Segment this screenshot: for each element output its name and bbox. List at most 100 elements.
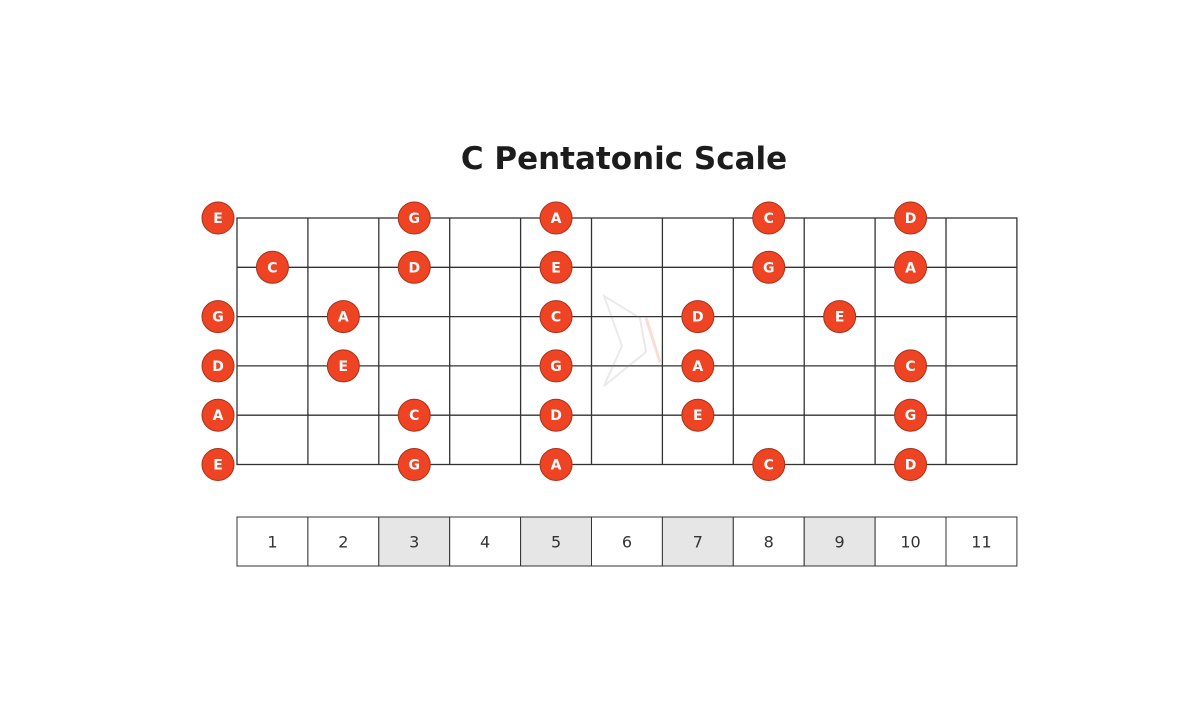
note-circle — [397, 201, 431, 235]
fret-number-label: 1 — [267, 533, 277, 552]
fret-note: C — [752, 448, 786, 481]
fret-note: C — [255, 250, 289, 284]
note-circle — [397, 250, 431, 284]
note-label: C — [267, 260, 277, 276]
note-label: D — [692, 310, 704, 326]
note-circle — [539, 448, 573, 481]
fret-note: C — [752, 201, 786, 235]
note-circle — [326, 349, 360, 383]
fret-note: G — [539, 349, 573, 383]
fret-note: D — [539, 398, 573, 432]
note-label: C — [409, 408, 419, 424]
fret-note: C — [894, 349, 928, 383]
fret-note: E — [326, 349, 360, 383]
fret-number-cell — [236, 516, 309, 567]
note-label: G — [905, 408, 917, 424]
note-circle — [255, 250, 289, 284]
logo-watermark — [602, 293, 662, 387]
note-label: C — [905, 359, 915, 375]
note-circle — [894, 349, 928, 383]
note-circle — [397, 448, 431, 481]
fret-number-label: 8 — [764, 533, 774, 552]
fret-note: D — [894, 448, 928, 481]
fret-number-label: 6 — [622, 533, 632, 552]
fret-number-label: 7 — [693, 533, 703, 552]
fret-number-cell — [945, 516, 1018, 567]
note-circle — [752, 201, 786, 235]
fret-number-cell — [378, 516, 451, 567]
open-string-note: G — [201, 300, 235, 334]
fret-note: A — [681, 349, 715, 383]
note-circle — [681, 300, 715, 334]
note-label: C — [551, 310, 561, 326]
open-string-note: D — [201, 349, 235, 383]
fret-note: G — [397, 201, 431, 235]
fret-number-cell — [307, 516, 380, 567]
note-circle — [894, 398, 928, 432]
fret-number-label: 11 — [971, 533, 991, 552]
fret-number-label: 3 — [409, 533, 419, 552]
note-circle — [681, 398, 715, 432]
fret-note: A — [326, 300, 360, 334]
fret-note: A — [539, 448, 573, 481]
note-label: D — [905, 458, 917, 474]
note-label: A — [213, 408, 224, 424]
note-label: G — [409, 458, 421, 474]
fret-note: C — [397, 398, 431, 432]
note-label: C — [764, 458, 774, 474]
fret-note: G — [397, 448, 431, 481]
note-label: E — [213, 458, 223, 474]
note-circle — [539, 201, 573, 235]
note-label: E — [835, 310, 845, 326]
note-circle — [752, 448, 786, 481]
note-circle — [539, 349, 573, 383]
open-string-note: A — [201, 398, 235, 432]
note-label: A — [551, 211, 562, 227]
note-circle — [201, 349, 235, 383]
fret-number-label: 9 — [835, 533, 845, 552]
fret-note: G — [752, 250, 786, 284]
fret-note: D — [894, 201, 928, 235]
fretboard-outline — [236, 217, 1018, 466]
note-label: G — [763, 260, 775, 276]
note-label: E — [339, 359, 349, 375]
fret-number-cell — [803, 516, 876, 567]
note-circle — [539, 398, 573, 432]
fret-number-cell — [732, 516, 805, 567]
fret-number-cell — [520, 516, 592, 567]
note-circle — [894, 448, 928, 481]
note-label: D — [905, 211, 917, 227]
fret-number-label: 5 — [551, 533, 561, 552]
note-label: G — [409, 211, 421, 227]
note-label: G — [550, 359, 562, 375]
note-circle — [894, 201, 928, 235]
open-string-note: E — [201, 201, 235, 235]
fret-note: A — [539, 201, 573, 235]
note-label: E — [213, 211, 223, 227]
note-circle — [894, 250, 928, 284]
fret-note: A — [894, 250, 928, 284]
note-label: E — [551, 260, 561, 276]
note-label: A — [905, 260, 916, 276]
note-label: E — [693, 408, 703, 424]
note-circle — [397, 398, 431, 432]
note-label: A — [338, 310, 349, 326]
fret-note: D — [681, 300, 715, 334]
fret-number-cell — [449, 516, 522, 567]
note-circle — [539, 250, 573, 284]
note-label: D — [550, 408, 562, 424]
note-label: C — [764, 211, 774, 227]
note-circle — [326, 300, 360, 334]
fret-note: D — [397, 250, 431, 284]
fret-note: E — [539, 250, 573, 284]
note-circle — [752, 250, 786, 284]
note-label: D — [212, 359, 224, 375]
fret-number-label: 10 — [900, 533, 920, 552]
note-circle — [201, 201, 235, 235]
note-circle — [201, 398, 235, 432]
page-title: C Pentatonic Scale — [460, 141, 788, 177]
fret-note: E — [823, 300, 857, 334]
note-label: A — [692, 359, 703, 375]
open-string-note: E — [201, 448, 235, 481]
